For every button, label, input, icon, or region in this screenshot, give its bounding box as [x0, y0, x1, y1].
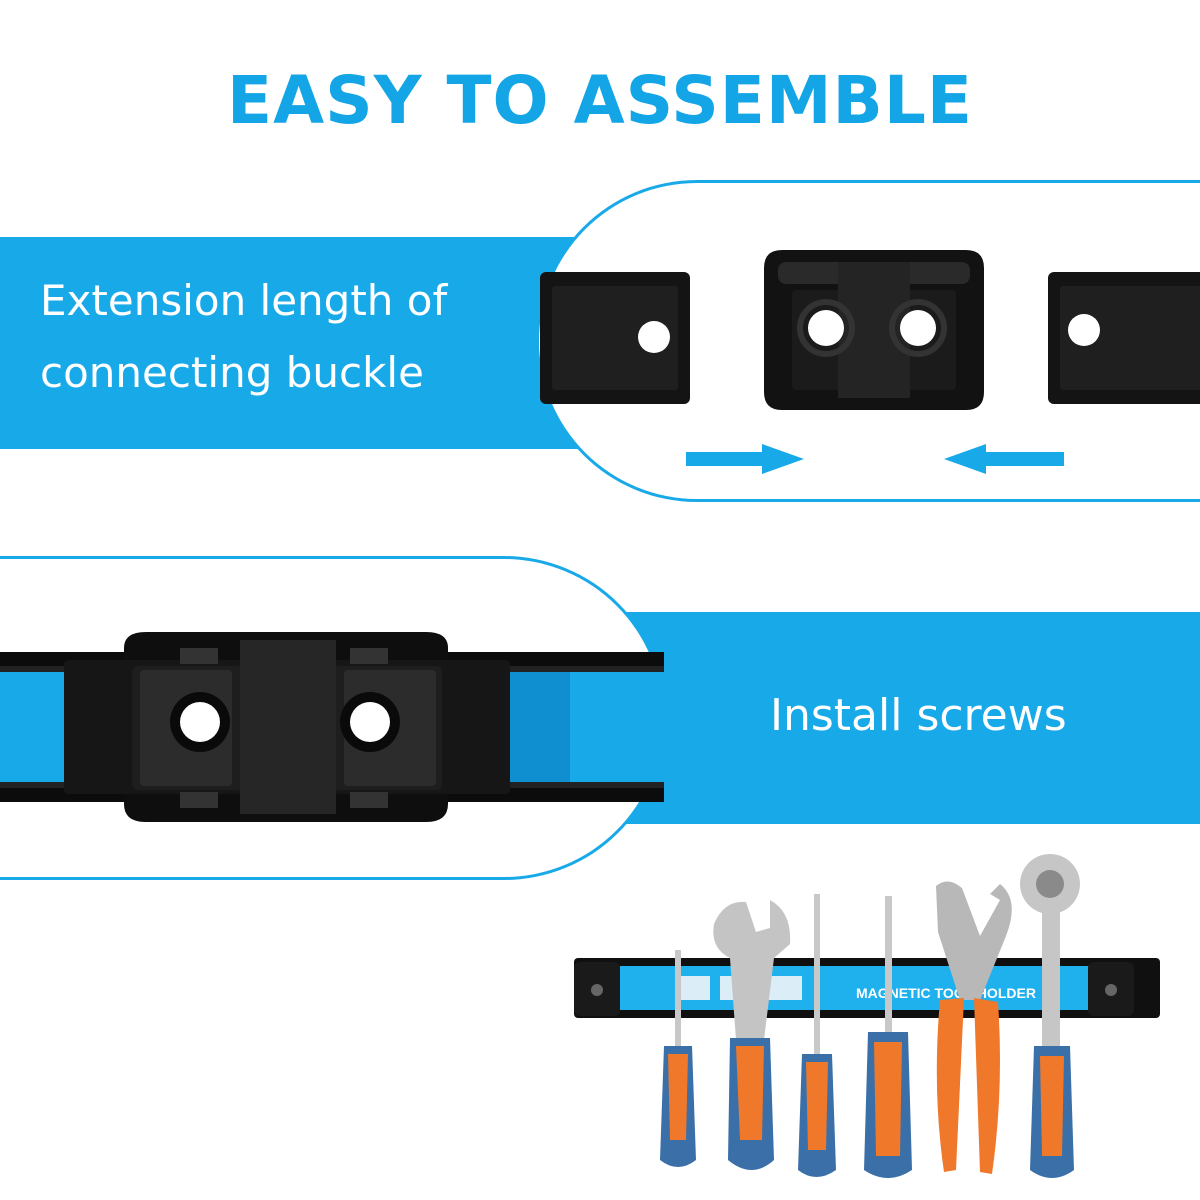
step1-caption-line1: Extension length of [40, 276, 448, 325]
step1-caption-line2: connecting buckle [40, 348, 424, 397]
installed-buckle-illustration [0, 632, 664, 822]
screwdriver-1 [660, 950, 696, 1167]
connecting-buckle-illustration [540, 250, 1200, 474]
step2-caption: Install screws [770, 690, 1067, 741]
step1-caption: Extension length of connecting buckle [40, 265, 447, 409]
right-rail-end [1048, 272, 1200, 404]
arrow-right-icon [686, 444, 804, 474]
tool-holder-product-image: MAGNETIC TOOL HOLDER [574, 854, 1160, 1178]
screwdriver-2 [798, 894, 836, 1177]
center-buckle [764, 250, 984, 410]
arrow-left-icon [944, 444, 1064, 474]
pliers [936, 881, 1012, 1174]
ratchet [1020, 854, 1080, 1178]
screwdriver-3 [864, 896, 912, 1178]
adjustable-wrench [713, 900, 791, 1170]
page-title: EASY TO ASSEMBLE [227, 62, 973, 139]
magnetic-bar-label: MAGNETIC TOOL HOLDER [856, 985, 1036, 1001]
left-rail-end [540, 272, 690, 404]
